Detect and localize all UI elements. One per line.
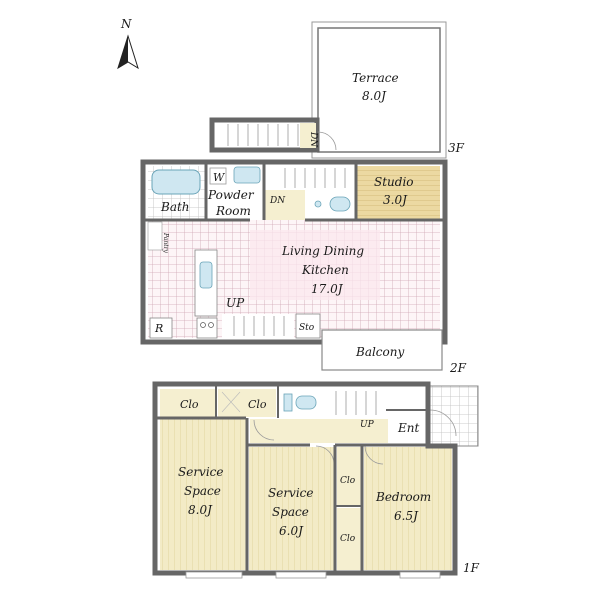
closet-1-label: Clo	[180, 398, 199, 411]
service-space-1-size: 8.0J	[188, 503, 213, 517]
ldk-size: 17.0J	[311, 282, 344, 296]
powder-room-line1: Powder	[207, 188, 255, 202]
pantry: Pantry	[147, 221, 169, 253]
service-space-2-line2: Space	[272, 505, 309, 519]
service-space-1-line1: Service	[178, 465, 224, 479]
service-space-2-size: 6.0J	[279, 524, 304, 538]
stairs-2f-up: UP	[222, 296, 294, 338]
toilet-icon	[283, 393, 317, 412]
closet-4-label: Clo	[340, 534, 356, 544]
studio: Studio 3.0J	[357, 166, 440, 220]
door-swing-icon	[317, 131, 337, 151]
kitchen-counter-icon	[194, 249, 218, 339]
floor-1f: Clo Clo UP Ent	[152, 381, 480, 579]
service-space-2: Service Space 6.0J	[249, 447, 334, 570]
bedroom: Bedroom 6.5J	[364, 447, 452, 570]
stairs-icon	[233, 316, 285, 336]
closet-3: Clo	[337, 447, 361, 505]
closet-1: Clo	[160, 389, 215, 417]
floor-3f: Terrace 8.0J DN 3F	[209, 21, 465, 159]
floor-label-2f: 2F	[449, 361, 467, 375]
stairs-icon	[227, 124, 299, 146]
walls-2f	[140, 159, 448, 345]
floor-label-3f: 3F	[448, 141, 465, 155]
service-space-2-line1: Service	[268, 486, 314, 500]
ldk-line1: Living Dining	[281, 244, 364, 258]
storage: Sto	[295, 313, 321, 339]
washer-label: W	[213, 171, 226, 184]
compass-label: N	[120, 17, 132, 31]
terrace-name: Terrace	[352, 71, 399, 85]
floor-label-1f: 1F	[463, 561, 480, 575]
bath-name: Bath	[160, 200, 190, 214]
toilet-icon	[314, 196, 351, 212]
floor-2f: Bath W Powder Room DN	[140, 159, 467, 375]
bedroom-name: Bedroom	[375, 490, 431, 504]
ldk-line2: Kitchen	[301, 263, 349, 277]
service-space-1: Service Space 8.0J	[160, 419, 246, 570]
fridge-label: R	[154, 322, 163, 335]
up-2f-label: UP	[226, 296, 245, 310]
closet-2: Clo	[218, 389, 276, 417]
window-sills	[185, 571, 441, 579]
balcony: Balcony	[321, 329, 443, 371]
stairs-icon	[284, 168, 346, 188]
stove-icon	[196, 317, 218, 339]
ldk: Living Dining Kitchen 17.0J	[281, 244, 364, 296]
closet-3-label: Clo	[340, 476, 356, 486]
bathtub-icon	[151, 169, 201, 195]
studio-size: 3.0J	[383, 193, 408, 207]
stairs-icon	[335, 391, 377, 415]
compass-icon: N	[117, 17, 139, 70]
closet-2-label: Clo	[248, 398, 267, 411]
storage-label: Sto	[299, 323, 315, 333]
entrance-label: Ent	[397, 421, 419, 435]
sink-icon	[233, 166, 261, 184]
powder-room: W Powder Room	[207, 166, 263, 220]
bedroom-size: 6.5J	[394, 509, 419, 523]
stairs-1f	[326, 389, 386, 417]
entrance: Ent	[388, 412, 426, 443]
bath: Bath	[148, 166, 205, 220]
up-1f-label: UP	[360, 420, 375, 430]
fridge: R	[149, 317, 173, 339]
studio-name: Studio	[374, 175, 414, 189]
walls-1f	[152, 381, 458, 576]
balcony-name: Balcony	[355, 345, 404, 359]
stairs-3f: DN	[209, 117, 337, 153]
closet-4: Clo	[337, 508, 361, 570]
terrace-size: 8.0J	[362, 89, 387, 103]
powder-room-line2: Room	[215, 204, 251, 218]
stair-3f-label: DN	[308, 131, 318, 148]
pantry-label: Pantry	[162, 232, 169, 253]
service-space-1-line2: Space	[184, 484, 221, 498]
stairs-2f-dn: DN	[265, 166, 355, 220]
terrace: Terrace 8.0J	[311, 21, 447, 159]
stair-2f-dn-label: DN	[269, 196, 286, 206]
